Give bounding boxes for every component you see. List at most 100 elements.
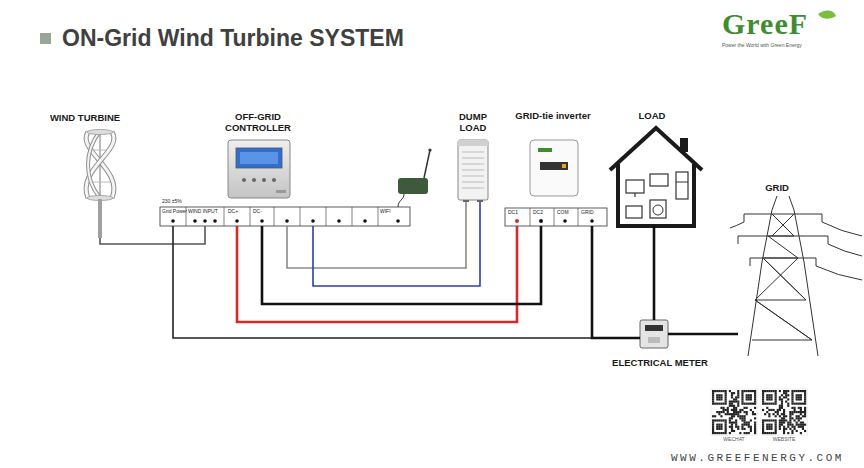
- controller-terminal-strip: [352, 207, 353, 226]
- qr-module: [787, 405, 789, 407]
- qr-module: [787, 403, 789, 405]
- qr-module: [725, 392, 727, 394]
- qr-module: [716, 428, 718, 430]
- qr-module: [754, 422, 756, 424]
- meter-device: [645, 325, 663, 331]
- qr-module: [733, 398, 735, 400]
- qr-module: [718, 411, 720, 413]
- qr-module: [775, 396, 777, 398]
- qr-module: [789, 417, 791, 419]
- qr-module: [804, 424, 806, 426]
- qr-module: [750, 390, 752, 392]
- house-drawing: [618, 164, 694, 226]
- qr-module: [800, 403, 802, 405]
- qr-module: [731, 415, 733, 417]
- qr-module: [750, 430, 752, 432]
- qr-module: [768, 409, 770, 411]
- qr-module: [794, 407, 796, 409]
- qr-code: [761, 389, 807, 435]
- qr-module: [741, 417, 743, 419]
- qr-module: [712, 424, 714, 426]
- qr-module: [789, 415, 791, 417]
- house-drawing: [626, 206, 642, 218]
- qr-module: [781, 401, 783, 403]
- power-wire: [262, 226, 541, 304]
- qr-module: [723, 403, 725, 405]
- qr-module: [741, 403, 743, 405]
- qr-module: [796, 422, 798, 424]
- qr-module: [804, 415, 806, 417]
- qr-module: [748, 403, 750, 405]
- qr-module: [731, 396, 733, 398]
- qr-module: [800, 422, 802, 424]
- qr-module: [741, 424, 743, 426]
- qr-module: [796, 394, 798, 396]
- qr-module: [737, 413, 739, 415]
- qr-module: [762, 401, 764, 403]
- meter-device: [640, 320, 668, 348]
- qr-module: [770, 394, 772, 396]
- qr-module: [770, 396, 772, 398]
- qr-module: [794, 411, 796, 413]
- wifi-module: [398, 178, 428, 194]
- qr-module: [712, 432, 714, 434]
- qr-module: [716, 396, 718, 398]
- qr-module: [729, 413, 731, 415]
- qr-module: [785, 401, 787, 403]
- qr-module: [789, 422, 791, 424]
- qr-module: [741, 398, 743, 400]
- power-pylon: [748, 196, 777, 356]
- qr-module: [791, 426, 793, 428]
- qr-module: [744, 403, 746, 405]
- inverter-terminal-strip: [563, 219, 567, 223]
- qr-module: [789, 411, 791, 413]
- wind-turbine-drawing: [86, 132, 114, 198]
- qr-module: [729, 401, 731, 403]
- meter-device: [640, 320, 668, 348]
- qr-module: [737, 411, 739, 413]
- qr-module: [787, 394, 789, 396]
- qr-module: [754, 432, 756, 434]
- qr-module: [720, 426, 722, 428]
- controller-terminal-strip: [213, 219, 217, 223]
- controller-terminal-strip: [326, 207, 327, 226]
- qr-module: [800, 424, 802, 426]
- qr-module: [762, 432, 764, 434]
- controller-terminal-strip: [363, 219, 367, 223]
- qr-module: [775, 390, 777, 392]
- qr-module: [798, 403, 800, 405]
- qr-module: [800, 394, 802, 396]
- qr-module: [739, 415, 741, 417]
- qr-module: [716, 424, 718, 426]
- qr-module: [800, 432, 802, 434]
- wind-turbine-drawing: [87, 130, 113, 135]
- qr-module: [712, 415, 714, 417]
- qr-module: [735, 419, 737, 421]
- qr-module: [754, 392, 756, 394]
- device-name: GRID: [752, 183, 802, 194]
- inverter-device: [562, 164, 566, 168]
- qr-module: [798, 396, 800, 398]
- qr-module: [714, 403, 716, 405]
- qr-module: [744, 390, 746, 392]
- qr-module: [768, 394, 770, 396]
- house-drawing: [634, 193, 635, 197]
- qr-module: [725, 428, 727, 430]
- qr-module: [781, 398, 783, 400]
- qr-module: [737, 426, 739, 428]
- qr-module: [766, 407, 768, 409]
- qr-module: [781, 419, 783, 421]
- controller-terminal-strip: [171, 219, 175, 223]
- qr-module: [714, 432, 716, 434]
- qr-module: [754, 401, 756, 403]
- qr-module: [731, 394, 733, 396]
- qr-module: [735, 424, 737, 426]
- power-pylon: [763, 258, 806, 300]
- inverter-terminal-strip: [515, 219, 519, 223]
- qr-module: [735, 409, 737, 411]
- qr-module: [775, 426, 777, 428]
- qr-module: [744, 422, 746, 424]
- qr-module: [712, 390, 714, 392]
- qr-module: [754, 407, 756, 409]
- qr-module: [762, 428, 764, 430]
